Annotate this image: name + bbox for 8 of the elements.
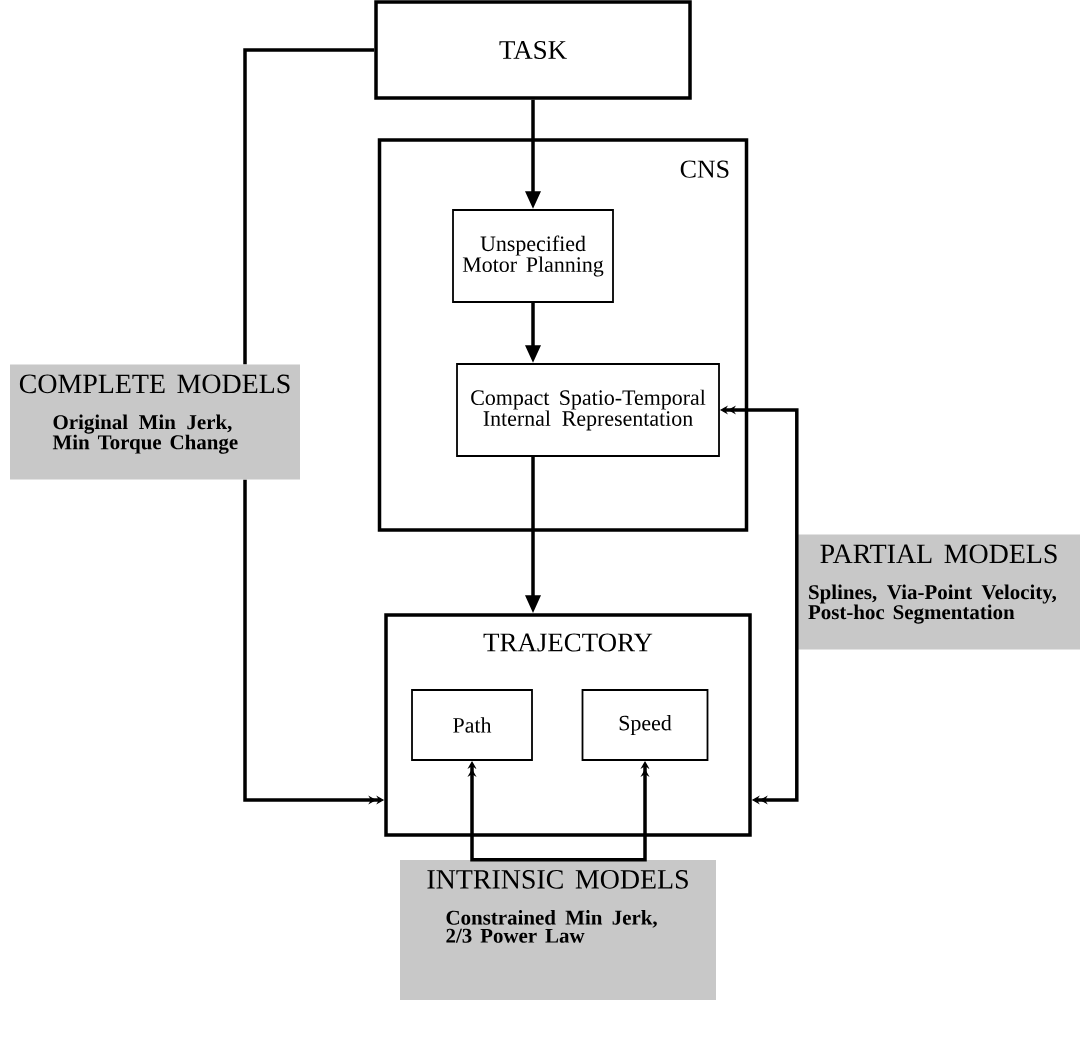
component-box: Path [411,689,533,761]
model-box: PARTIAL MODELS Splines, Via-Point Velocity, Post-hoc Segmentation [797,534,1080,650]
task-box: TASK [374,0,692,100]
process-box: Compact Spatio-Temporal Internal Representation [456,363,720,457]
model-box: INTRINSIC MODELS Constrained Min Jerk, 2/3 Power Law [400,860,716,1000]
process-box: Unspecified Motor Planning [452,209,614,303]
component-box: Speed [581,689,709,761]
model-box: COMPLETE MODELS Original Min Jerk, Min Torque Change [10,364,300,480]
